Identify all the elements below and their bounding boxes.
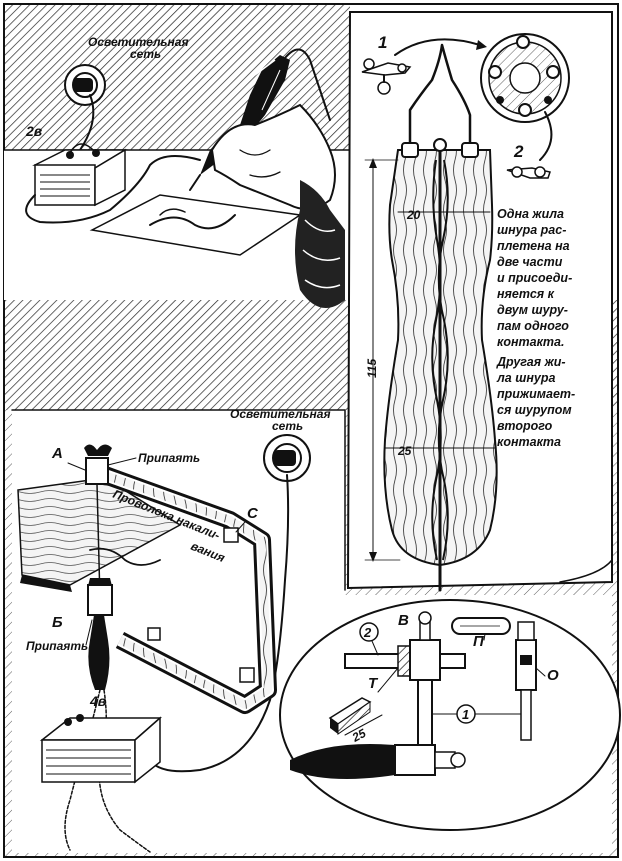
label-B: Б	[52, 614, 63, 631]
dim-length-label: 115	[365, 359, 379, 378]
contact-1-label: 1	[378, 33, 387, 52]
outlet-detail	[480, 33, 570, 123]
battery-4v	[39, 714, 162, 784]
caption-line: контакта.	[497, 335, 564, 349]
caption-line: прижимает-	[497, 387, 575, 401]
caption-line: ла шнура	[496, 371, 555, 385]
network-label-line1: Осветительная	[88, 35, 189, 49]
caption-line: двум шуру-	[497, 303, 568, 317]
dim-25-label: 25	[349, 726, 369, 745]
label-C: С	[247, 505, 259, 522]
pen-caption: Одна жила шнура рас- плетена на две част…	[496, 207, 575, 449]
dim-bottom-label: 25	[397, 444, 412, 458]
contact-2	[506, 166, 551, 179]
caption-line: ся шурупом	[497, 403, 572, 417]
contact-2-label: 2	[513, 142, 524, 161]
clamp-B	[87, 578, 113, 690]
caption-line: Другая жи-	[496, 355, 566, 369]
top-left-panel: Осветительная сеть 2в	[3, 35, 351, 308]
caption-line: две части	[497, 255, 563, 269]
label-T: Т	[368, 675, 379, 692]
battery-label: 2в	[25, 123, 43, 139]
circle-1-label: 1	[462, 707, 469, 722]
oval-handle	[290, 744, 466, 779]
battery-label-2: 4в	[89, 693, 107, 709]
label-V: В	[398, 612, 409, 629]
circle-2-label: 2	[363, 625, 372, 640]
caption-line: контакта	[497, 435, 561, 449]
wall-outlet-2	[263, 434, 311, 482]
pen-detail-panel: 1 2 20 115	[346, 11, 613, 592]
caption-line: пам одного	[497, 319, 569, 333]
label-O: О	[547, 667, 559, 684]
solder-label-bottom: Припаять	[26, 639, 88, 653]
dim-width-label: 20	[406, 208, 421, 222]
hand	[210, 103, 345, 308]
caption-line: няется к	[497, 287, 555, 301]
label-P: П	[473, 633, 485, 650]
saw-panel: Осветительная сеть А Припаять	[11, 407, 612, 853]
battery-2v	[32, 143, 128, 207]
network-label-2-line2: сеть	[272, 419, 303, 433]
contact-1	[361, 58, 412, 95]
pen-handle-body	[383, 138, 498, 592]
oval-detail: В П Т О 2 1 25	[279, 599, 621, 831]
wall-outlet	[64, 64, 106, 106]
network-label-2-line1: Осветительная	[230, 407, 331, 421]
network-label-line2: сеть	[130, 47, 161, 61]
caption-line: Одна жила	[497, 207, 564, 221]
label-A: А	[51, 445, 63, 462]
caption-line: плетена на	[497, 239, 570, 253]
caption-line: и присоеди-	[497, 271, 572, 285]
solder-label-top: Припаять	[138, 451, 200, 465]
saw-frame	[101, 466, 277, 714]
caption-line: шнура рас-	[497, 223, 566, 237]
caption-line: второго	[497, 419, 553, 433]
